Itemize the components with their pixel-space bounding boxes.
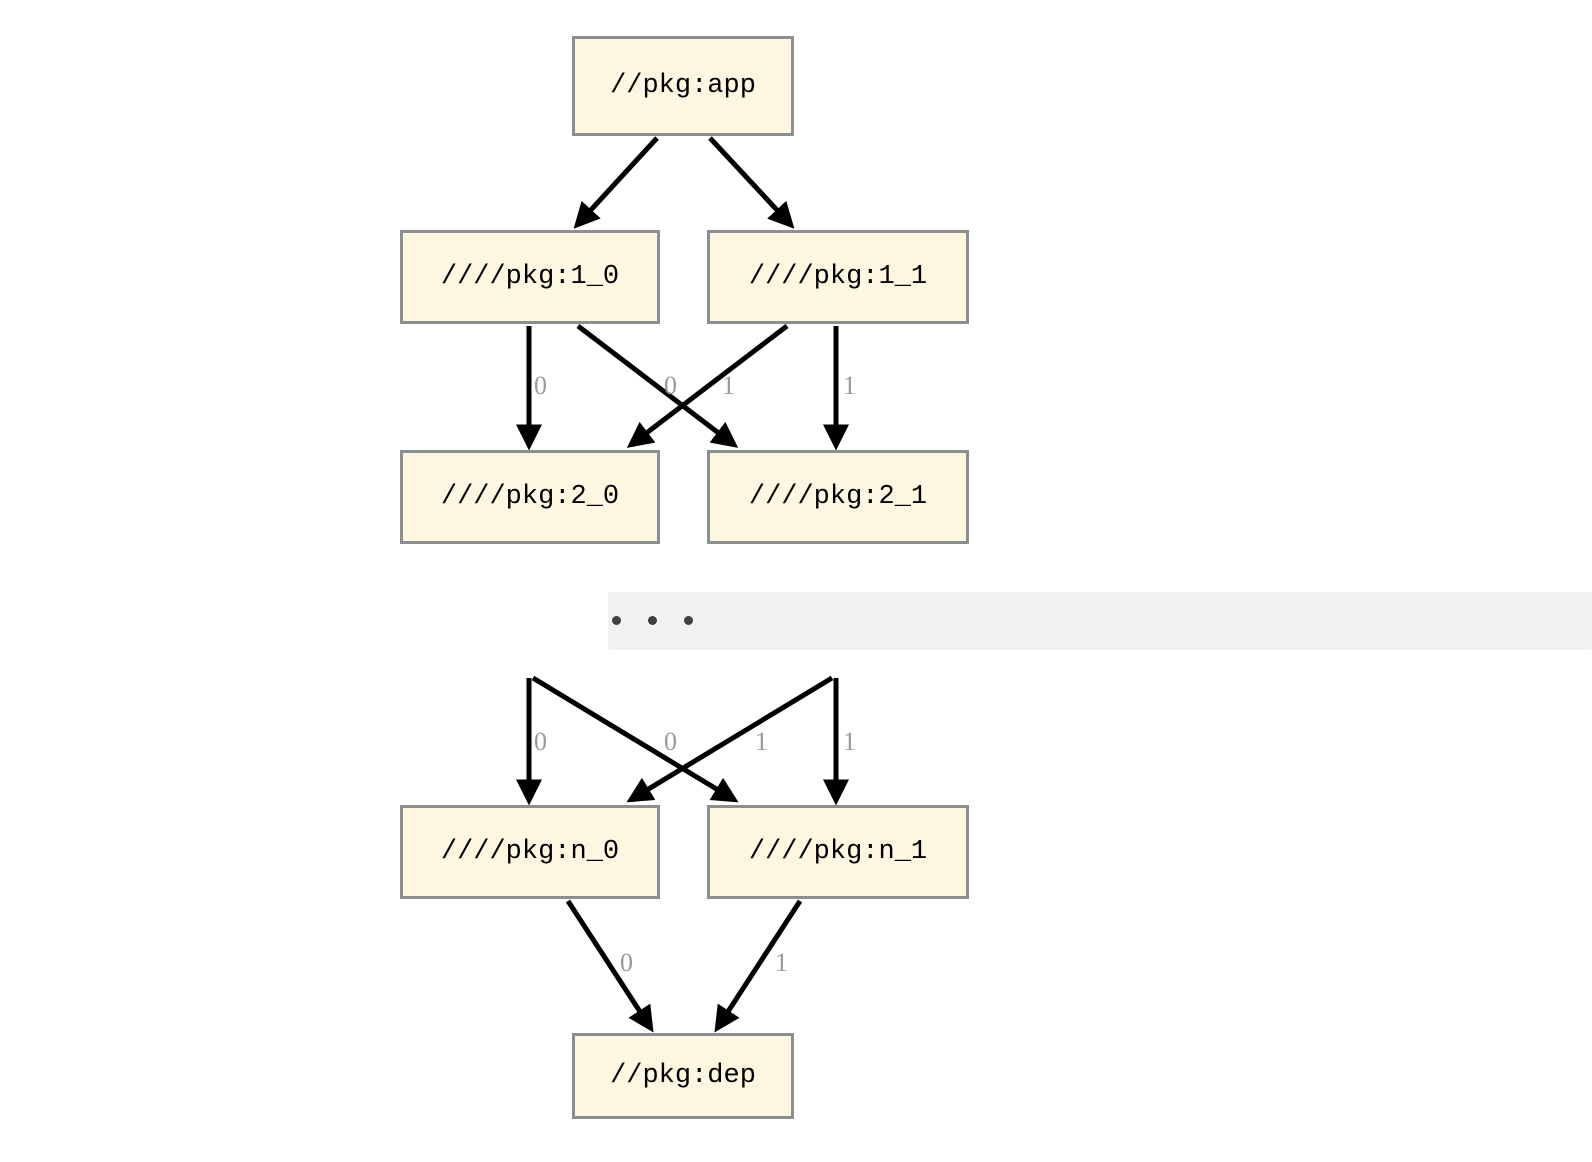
node-label: ////pkg:2_1 (748, 482, 928, 512)
edge-label-above-n_1-cross: 0 (664, 727, 677, 756)
node-label: ////pkg:1_0 (440, 262, 620, 292)
edge-1_1-to-2_0 (626, 324, 789, 448)
node-pkg-n-0[interactable]: ////pkg:n_0 (400, 805, 660, 899)
edge-1_0-to-2_1 (576, 324, 739, 448)
node-pkg-dep[interactable]: //pkg:dep (572, 1033, 794, 1119)
edge-group-level1-to-level2 (516, 324, 849, 451)
ellipsis-dot-3 (684, 616, 693, 625)
node-pkg-n-1[interactable]: ////pkg:n_1 (707, 805, 969, 899)
edge-label-n_0-dep: 0 (620, 948, 633, 977)
edge-app-to-1_0 (573, 136, 659, 229)
edge-above-to-n_0-cross (626, 675, 834, 803)
node-pkg-1-0[interactable]: ////pkg:1_0 (400, 230, 660, 324)
edge-label-1_1-2_0: 1 (722, 371, 735, 400)
edge-group-top (573, 136, 795, 229)
edge-label-above-n_0-cross: 1 (755, 727, 768, 756)
edge-label-above-n_0-straight: 0 (534, 727, 547, 756)
edge-n_0-to-dep (565, 899, 654, 1033)
edge-group-leveln-to-dep (565, 899, 803, 1033)
edge-label-1_0-2_0: 0 (534, 371, 547, 400)
edge-label-1_0-2_1: 0 (664, 371, 677, 400)
edge-app-to-1_1 (708, 136, 795, 229)
node-label: ////pkg:n_1 (748, 837, 928, 867)
node-pkg-app[interactable]: //pkg:app (572, 36, 794, 136)
edge-label-1_1-2_1: 1 (843, 371, 856, 400)
ellipsis-dot-2 (648, 616, 657, 625)
edge-group-truncated-to-leveln (516, 675, 849, 806)
node-label: ////pkg:n_0 (440, 837, 620, 867)
edge-label-n_1-dep: 1 (775, 948, 788, 977)
truncation-band (608, 592, 1592, 650)
node-pkg-1-1[interactable]: ////pkg:1_1 (707, 230, 969, 324)
edge-above-to-n_1-cross (531, 675, 739, 803)
node-label: //pkg:app (610, 71, 756, 101)
ellipsis-dot-1 (612, 616, 621, 625)
node-label: ////pkg:1_1 (748, 262, 928, 292)
node-label: //pkg:dep (610, 1061, 756, 1091)
node-pkg-2-0[interactable]: ////pkg:2_0 (400, 450, 660, 544)
node-label: ////pkg:2_0 (440, 482, 620, 512)
edge-n_1-to-dep (714, 899, 803, 1033)
node-pkg-2-1[interactable]: ////pkg:2_1 (707, 450, 969, 544)
edge-label-above-n_1-straight: 1 (843, 727, 856, 756)
